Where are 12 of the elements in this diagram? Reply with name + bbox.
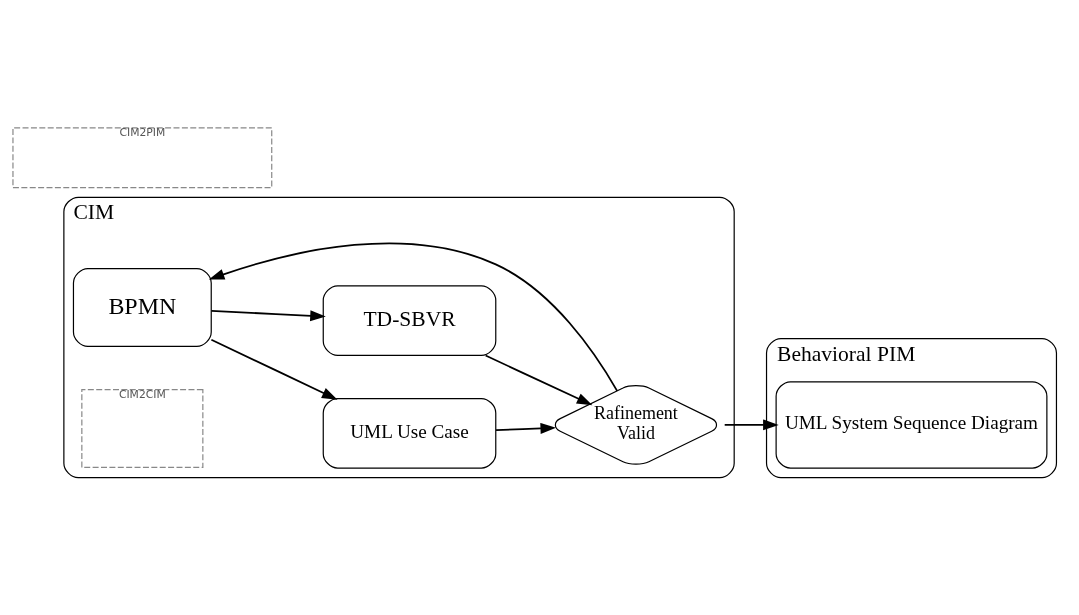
node-box: UML System Sequence Diagram [775,381,1048,469]
arrow [210,338,338,400]
arrow [723,419,779,431]
arrow [484,354,593,406]
node-box: CIM2CIM [81,388,204,469]
arrow [210,310,326,322]
node-box: TD-SBVR [322,285,497,357]
node-box: UML Use Case [322,397,497,469]
arrow [495,422,557,434]
arrow [208,242,619,392]
node-box: CIM2PIM [12,127,273,189]
node-box: BPMN [72,267,212,348]
